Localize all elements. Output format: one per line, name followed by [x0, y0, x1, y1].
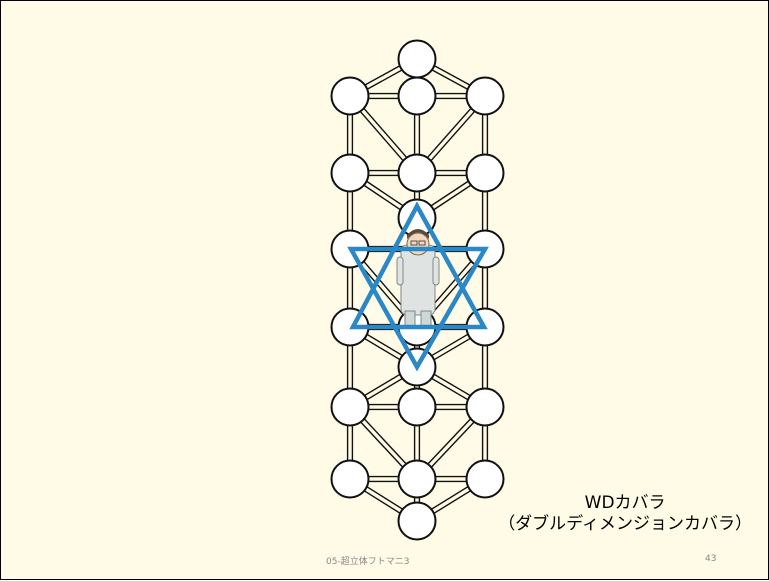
sephira-node [467, 461, 504, 498]
page-number: 43 [705, 554, 716, 564]
sephira-node [467, 155, 504, 192]
sephira-node [332, 78, 369, 115]
sephira-node [399, 41, 436, 78]
sephira-node [332, 155, 369, 192]
sephira-node [399, 389, 436, 426]
caption-title: WDカバラ [498, 493, 752, 514]
person-figure [397, 229, 439, 327]
sephira-node [399, 155, 436, 192]
sephira-node [399, 78, 436, 115]
sephira-node [399, 461, 436, 498]
sephira-node [399, 503, 436, 540]
sephira-node [467, 389, 504, 426]
sephira-node [332, 389, 369, 426]
caption-subtitle: （ダブルディメンジョンカバラ） [498, 514, 752, 535]
sephira-node [332, 461, 369, 498]
diagram-caption: WDカバラ （ダブルディメンジョンカバラ） [498, 493, 752, 535]
sephira-node [467, 78, 504, 115]
footer-text: 05-超立体フトマニ3 [326, 554, 409, 567]
